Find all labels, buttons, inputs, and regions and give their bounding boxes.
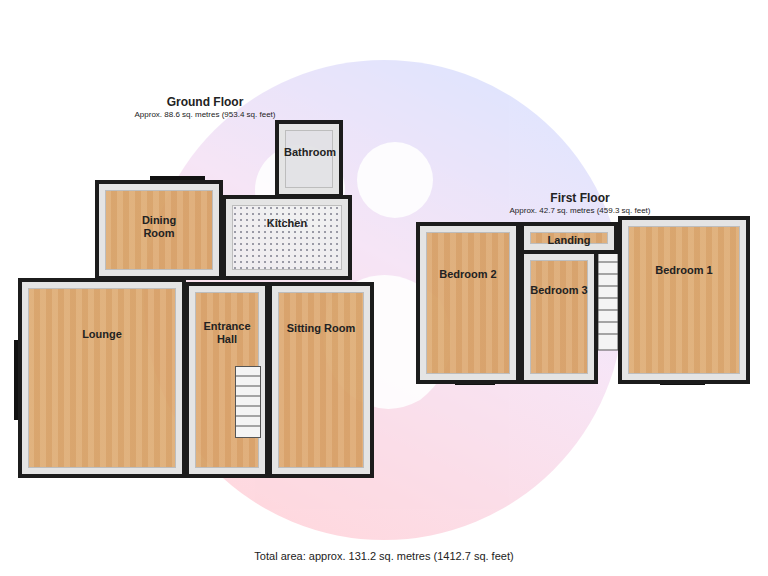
room: Bedroom 3 bbox=[520, 250, 598, 384]
room-name: Bedroom 3 bbox=[530, 284, 587, 297]
room: Kitchen bbox=[222, 195, 352, 280]
room-name: Dining Room bbox=[129, 214, 189, 240]
room: Entrance Hall bbox=[185, 282, 269, 478]
floor-area: Approx. 88.6 sq. metres (953.4 sq. feet) bbox=[135, 110, 276, 119]
room: Lounge bbox=[18, 278, 186, 478]
room-name: Bedroom 2 bbox=[439, 268, 496, 281]
room: Sitting Room bbox=[268, 282, 374, 478]
room-name: Kitchen bbox=[267, 217, 307, 230]
stairs bbox=[598, 250, 618, 350]
room-name: Bedroom 1 bbox=[655, 264, 712, 277]
room-name: Bathroom bbox=[284, 146, 334, 159]
watermark bbox=[144, 60, 624, 540]
stairs bbox=[235, 366, 261, 438]
room: Bedroom 1 bbox=[618, 216, 750, 384]
room-name: Entrance Hall bbox=[197, 320, 257, 346]
room-name: Lounge bbox=[82, 328, 122, 341]
floor-area: Approx. 42.7 sq. metres (459.3 sq. feet) bbox=[510, 206, 651, 215]
room: Bathroom bbox=[275, 120, 343, 198]
total-area-caption: Total area: approx. 131.2 sq. metres (14… bbox=[254, 550, 513, 562]
room: Bedroom 2 bbox=[416, 222, 520, 384]
room: Dining Room bbox=[95, 180, 223, 280]
floor-heading: Ground Floor bbox=[167, 95, 244, 109]
room-name: Landing bbox=[548, 234, 591, 247]
room-name: Sitting Room bbox=[287, 322, 355, 335]
floor-heading: First Floor bbox=[550, 191, 609, 205]
